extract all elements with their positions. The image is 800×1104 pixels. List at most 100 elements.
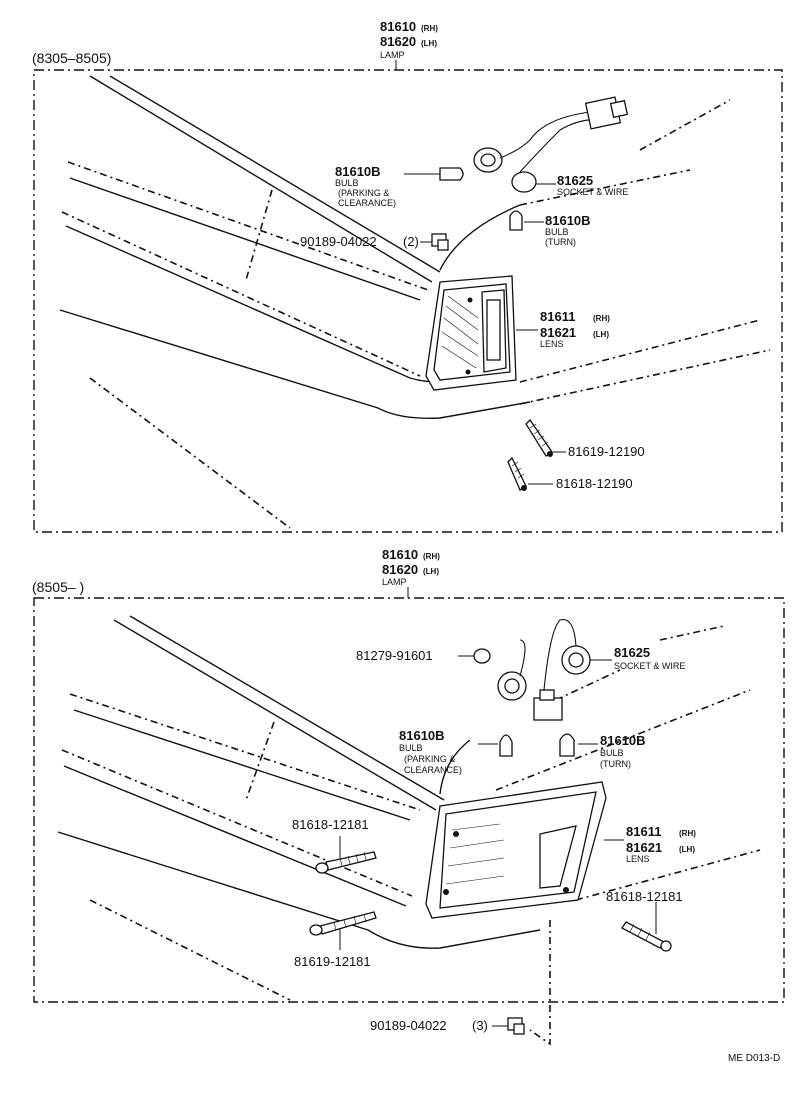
bottom-frame bbox=[33, 597, 785, 1003]
bottom-screw-left-top-part bbox=[315, 851, 377, 874]
top-body-line bbox=[109, 75, 441, 273]
bottom-clip-leader bbox=[529, 920, 551, 1046]
top-bulb-parking-l2: (PARKING & bbox=[338, 188, 389, 198]
bottom-bulb-turn-l1: BULB bbox=[600, 748, 624, 758]
top-body-line bbox=[61, 211, 421, 377]
bottom-socket-part bbox=[497, 618, 591, 721]
top-lens-lh-number: 81621 bbox=[540, 325, 576, 340]
top-lens-part bbox=[425, 275, 517, 391]
bottom-body-line bbox=[57, 831, 541, 949]
bottom-socket-desc: SOCKET & WIRE bbox=[614, 661, 685, 671]
top-lamp-lh-tag: (LH) bbox=[421, 39, 437, 48]
bottom-body-line bbox=[69, 693, 421, 811]
top-frame bbox=[33, 69, 783, 533]
top-body-line bbox=[519, 349, 771, 405]
top-screw-b-part bbox=[507, 456, 527, 491]
top-body-line bbox=[639, 99, 731, 151]
bottom-lens-rh-number: 81611 bbox=[626, 824, 661, 839]
top-bulb-turn-part bbox=[509, 210, 523, 231]
top-lamp-lh-number: 81620 bbox=[380, 34, 416, 49]
top-lamp-rh-tag: (RH) bbox=[421, 24, 438, 33]
bottom-lens-lh-number: 81621 bbox=[626, 840, 662, 855]
bottom-bulb-parking-number: 81610B bbox=[399, 728, 445, 743]
bottom-screw-left-top-number: 81618-12181 bbox=[292, 817, 369, 832]
bottom-lens-rh-tag: (RH) bbox=[679, 829, 696, 838]
bottom-lens-desc: LENS bbox=[626, 854, 650, 864]
bottom-body-line bbox=[575, 849, 761, 901]
bottom-lens-lh-tag: (LH) bbox=[679, 845, 695, 854]
bottom-body-line bbox=[61, 749, 413, 897]
bottom-bulb-turn-l2: (TURN) bbox=[600, 759, 631, 769]
bottom-lamp-rh-tag: (RH) bbox=[423, 552, 440, 561]
bottom-section: 81610 (RH) 81620 (LH) LAMP (8505– ) bbox=[32, 547, 785, 1046]
top-body-line bbox=[69, 177, 421, 301]
top-bulb-turn-l1: BULB bbox=[545, 227, 569, 237]
top-body-line bbox=[67, 161, 429, 291]
bottom-clip-part bbox=[507, 1017, 525, 1035]
bottom-body-line bbox=[555, 669, 621, 701]
top-body-line bbox=[65, 225, 451, 383]
bottom-bulb-parking-l1: BULB bbox=[399, 743, 423, 753]
top-lens-lh-tag: (LH) bbox=[593, 330, 609, 339]
bottom-socket-number: 81625 bbox=[614, 645, 650, 660]
top-body-line bbox=[59, 309, 531, 419]
bottom-lamp-desc: LAMP bbox=[382, 577, 407, 587]
top-screw-a-part bbox=[525, 418, 553, 457]
top-screw-a-number: 81619-12190 bbox=[568, 444, 645, 459]
bottom-screw-right-part bbox=[621, 921, 672, 952]
top-body-line bbox=[519, 169, 691, 206]
bottom-bulb-turn-number: 81610B bbox=[600, 733, 646, 748]
top-clip-number: 90189-04022 bbox=[300, 234, 377, 249]
bottom-body-line bbox=[659, 625, 725, 641]
top-bulb-parking-l3: CLEARANCE) bbox=[338, 198, 396, 208]
top-body-line bbox=[519, 319, 761, 383]
top-body-line bbox=[89, 75, 433, 283]
bottom-bulb-parking-part bbox=[499, 734, 513, 757]
bottom-body-line bbox=[113, 619, 437, 811]
top-socket-part bbox=[473, 96, 629, 193]
bottom-grommet-part bbox=[473, 648, 491, 664]
top-lens-rh-tag: (RH) bbox=[593, 314, 610, 323]
bottom-screw-left-bottom-part bbox=[309, 911, 377, 936]
bottom-screw-left-bottom-number: 81619-12181 bbox=[294, 954, 371, 969]
bottom-body-line bbox=[495, 689, 751, 791]
bottom-body-line bbox=[245, 721, 275, 801]
top-lens-desc: LENS bbox=[540, 339, 564, 349]
bottom-body-line bbox=[73, 709, 411, 821]
bottom-lamp-lh-number: 81620 bbox=[382, 562, 418, 577]
bottom-screw-right-number: 81618-12181 bbox=[606, 889, 683, 904]
bottom-body-line bbox=[439, 739, 471, 795]
bottom-body-line bbox=[63, 765, 407, 907]
top-bulb-parking-part bbox=[439, 167, 464, 181]
bottom-clip-qty: (3) bbox=[472, 1018, 488, 1033]
top-bulb-turn-number: 81610B bbox=[545, 213, 591, 228]
bottom-bulb-parking-l2: (PARKING & bbox=[404, 754, 455, 764]
top-body-line bbox=[89, 377, 291, 529]
top-lamp-desc: LAMP bbox=[380, 50, 405, 60]
top-socket-desc: SOCKET & WIRE bbox=[557, 187, 628, 197]
top-section: 81610 (RH) 81620 (LH) LAMP (8305–8505) bbox=[32, 19, 783, 533]
bottom-body-line bbox=[89, 899, 291, 1001]
top-socket-number: 81625 bbox=[557, 173, 593, 188]
bottom-range-label: (8505– ) bbox=[32, 579, 84, 595]
bottom-clip-number: 90189-04022 bbox=[370, 1018, 447, 1033]
top-bulb-turn-l2: (TURN) bbox=[545, 237, 576, 247]
top-lamp-rh-number: 81610 bbox=[380, 19, 416, 34]
top-bulb-parking-number: 81610B bbox=[335, 164, 381, 179]
bottom-lamp-rh-number: 81610 bbox=[382, 547, 418, 562]
bottom-bulb-turn-part bbox=[559, 733, 575, 757]
diagram-code: ME D013-D bbox=[728, 1053, 780, 1064]
bottom-lens-part bbox=[425, 781, 607, 919]
top-lens-rh-number: 81611 bbox=[540, 309, 575, 324]
bottom-body-line bbox=[129, 615, 445, 801]
bottom-lamp-lh-tag: (LH) bbox=[423, 567, 439, 576]
bottom-bulb-parking-l3: CLEARANCE) bbox=[404, 765, 462, 775]
top-body-line bbox=[439, 204, 521, 271]
top-clip-part bbox=[431, 233, 449, 251]
top-range-label: (8305–8505) bbox=[32, 50, 111, 66]
top-screw-b-number: 81618-12190 bbox=[556, 476, 633, 491]
bottom-grommet-number: 81279-91601 bbox=[356, 648, 433, 663]
top-bulb-parking-l1: BULB bbox=[335, 178, 359, 188]
top-clip-qty: (2) bbox=[403, 234, 419, 249]
